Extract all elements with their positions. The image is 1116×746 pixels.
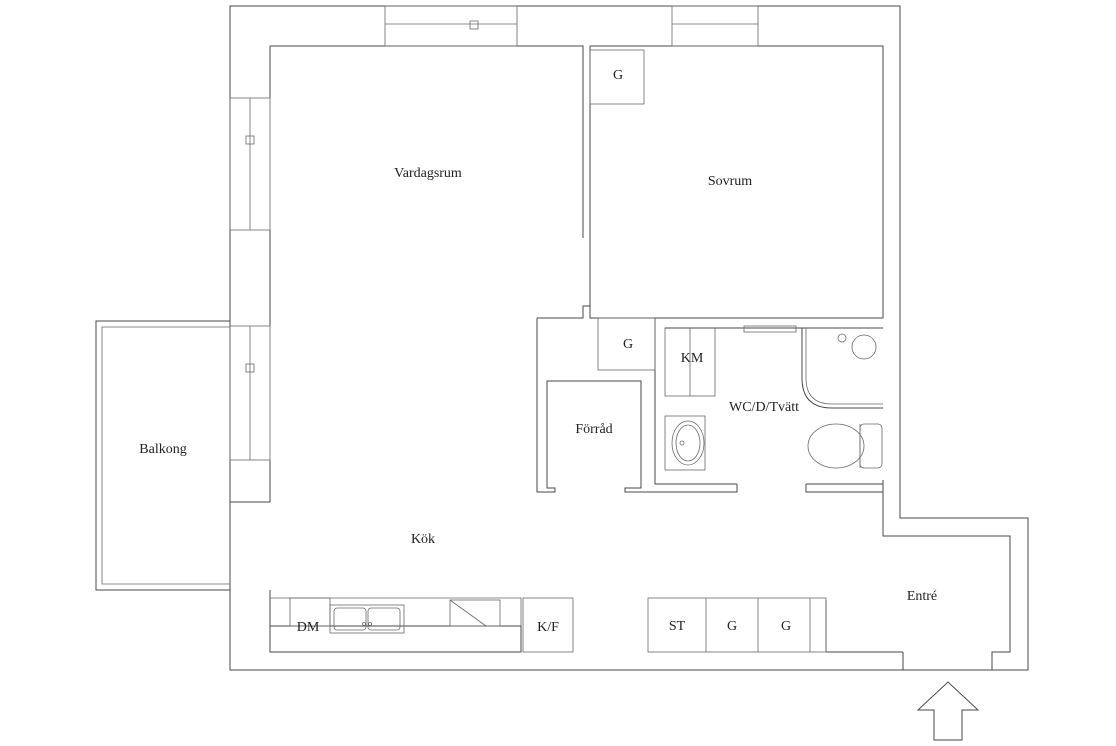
window-left-upper bbox=[229, 97, 271, 231]
fixture-label-g-sovrum: G bbox=[613, 68, 623, 83]
bathroom-vent bbox=[743, 325, 797, 333]
room-label-kok: Kök bbox=[411, 532, 435, 547]
kitchen-sink-icon bbox=[329, 604, 405, 634]
shower-corner bbox=[801, 328, 883, 409]
room-label-wc: WC/D/Tvätt bbox=[729, 400, 799, 415]
window-top-bedroom bbox=[671, 5, 759, 47]
room-label-vardagsrum: Vardagsrum bbox=[394, 166, 462, 181]
room-label-forrad: Förråd bbox=[575, 422, 612, 437]
shower-head-icon bbox=[837, 333, 847, 343]
fixture-label-dm: DM bbox=[297, 620, 320, 635]
inner-wall-right bbox=[825, 480, 1011, 670]
balcony-outline bbox=[95, 320, 230, 591]
exterior-wall-inner bbox=[230, 45, 884, 503]
entrance-arrow-icon bbox=[916, 681, 980, 741]
room-label-balkong: Balkong bbox=[139, 442, 186, 457]
toilet-icon bbox=[807, 423, 883, 469]
shower-inner bbox=[805, 328, 883, 405]
fixture-label-g2: G bbox=[781, 619, 791, 634]
bathroom-walls bbox=[665, 327, 884, 493]
room-label-entre: Entré bbox=[907, 589, 937, 604]
fixture-label-km: KM bbox=[681, 351, 704, 366]
fixture-label-g-hall: G bbox=[623, 337, 633, 352]
window-left-lower bbox=[229, 325, 271, 461]
storage-walls bbox=[536, 305, 738, 493]
exterior-wall-outer bbox=[229, 5, 1029, 671]
fixture-label-g1: G bbox=[727, 619, 737, 634]
stove-icon bbox=[449, 599, 501, 627]
hall-wardrobes bbox=[647, 597, 827, 653]
fridge-freezer bbox=[522, 597, 574, 653]
window-top-living bbox=[384, 5, 518, 47]
room-label-sovrum: Sovrum bbox=[708, 174, 752, 189]
washbasin-icon bbox=[664, 415, 706, 471]
kitchen-counter bbox=[269, 590, 522, 653]
wardrobe-bedroom bbox=[589, 49, 645, 105]
fixture-label-st: ST bbox=[669, 619, 686, 634]
shower-drain-icon bbox=[851, 334, 877, 360]
fixture-label-kf: K/F bbox=[537, 620, 559, 635]
wardrobe-hall bbox=[597, 317, 656, 371]
